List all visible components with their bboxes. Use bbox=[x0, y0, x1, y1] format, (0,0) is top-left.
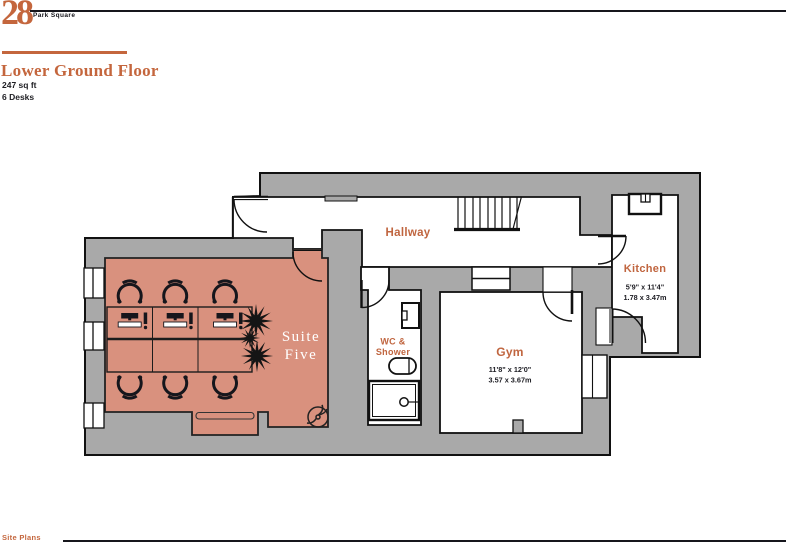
kitchen-dims-imperial: 5'9" x 11'4" bbox=[626, 283, 664, 292]
gym-label: Gym bbox=[496, 345, 524, 359]
toilet-icon bbox=[388, 357, 417, 375]
footer-rule bbox=[63, 540, 786, 542]
header-rule bbox=[30, 10, 786, 12]
footer-label: Site Plans bbox=[2, 533, 41, 542]
window bbox=[83, 321, 105, 351]
suite-door-arc bbox=[292, 249, 323, 282]
kitchen-dims-metric: 1.78 x 3.47m bbox=[623, 293, 667, 302]
wc-cistern-icon bbox=[401, 302, 420, 329]
wall-lip bbox=[324, 195, 358, 202]
ceiling-fan-icon bbox=[306, 404, 329, 428]
gym-dims-imperial: 11'8" x 12'0" bbox=[489, 365, 531, 374]
entrance-door-arc bbox=[231, 195, 268, 238]
wc-label-line2: Shower bbox=[376, 347, 411, 357]
window bbox=[83, 402, 105, 429]
desk-count-stat: 6 Desks bbox=[2, 92, 35, 102]
suite-room bbox=[104, 248, 329, 436]
gym-wall-stub bbox=[512, 419, 524, 434]
kitchen-store-opening bbox=[595, 307, 613, 346]
kitchen-label: Kitchen bbox=[624, 263, 666, 275]
kitchen-store-door-arc bbox=[609, 308, 647, 344]
gym-door-opening bbox=[542, 266, 573, 293]
kitchen-sink-icon bbox=[627, 192, 663, 216]
suite-label-line2: Five bbox=[285, 347, 318, 363]
gym-dims-metric: 3.57 x 3.67m bbox=[488, 376, 532, 385]
gym-room bbox=[439, 291, 583, 434]
page-title: Lower Ground Floor bbox=[1, 61, 159, 80]
shower-tray-icon bbox=[367, 379, 421, 422]
title-rule bbox=[2, 51, 127, 54]
kitchen-door-arc bbox=[597, 234, 627, 265]
suite-windows bbox=[83, 267, 105, 429]
wc-label-line1: WC & bbox=[380, 337, 405, 347]
hallway-label: Hallway bbox=[386, 227, 431, 239]
serving-hatch bbox=[471, 266, 511, 291]
stairs-icon bbox=[454, 196, 523, 232]
area-stat: 247 sq ft bbox=[2, 80, 37, 90]
suite-step bbox=[195, 411, 255, 420]
wc-door-arc bbox=[360, 279, 390, 309]
gym-door-arc bbox=[542, 290, 574, 322]
lightwell-window bbox=[581, 354, 608, 399]
doors bbox=[231, 195, 647, 344]
suite-label-line1: Suite bbox=[282, 329, 320, 345]
logo-28: 28 bbox=[1, 0, 34, 32]
window bbox=[83, 267, 105, 299]
site-name: Park Square bbox=[33, 12, 76, 19]
